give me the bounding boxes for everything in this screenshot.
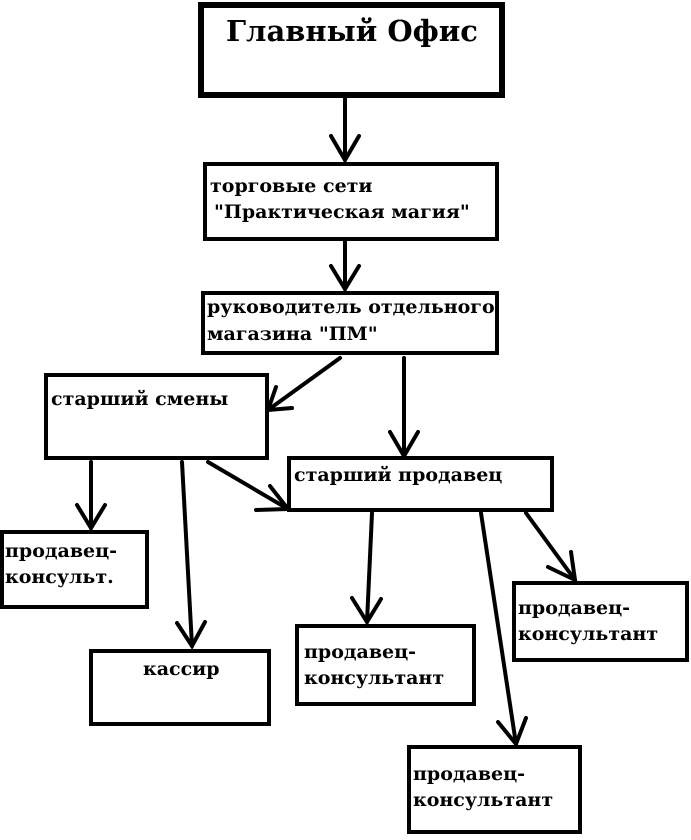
node-consultant-b-line1: продавец-	[413, 763, 526, 785]
node-consultant-c-line1: продавец-	[518, 597, 631, 619]
node-senior-seller-label: старший продавец	[294, 464, 503, 486]
edge-store-manager-to-shift-senior	[265, 356, 342, 413]
edge-retail-chain-to-store-manager	[329, 238, 361, 293]
node-shift-senior	[44, 373, 269, 460]
node-consultant-b-line2: консультант	[413, 789, 554, 811]
node-cashier	[89, 649, 271, 726]
node-shift-senior-label: старший смены	[51, 388, 229, 410]
edge-shift-senior-to-senior-seller	[206, 460, 293, 512]
edge-head-office-to-retail-chain	[329, 95, 361, 164]
node-consultant-short	[0, 530, 149, 609]
edge-store-manager-to-senior-seller	[388, 356, 420, 460]
node-store-manager-line1: руководитель отдельного	[207, 296, 495, 318]
edge-senior-seller-to-consultant-b	[479, 511, 528, 748]
node-retail-chain-line2: "Практическая магия"	[214, 201, 470, 223]
node-consultant-short-line1: продавец-	[5, 540, 118, 562]
node-cashier-label: кассир	[143, 658, 220, 680]
node-consultant-b	[407, 745, 582, 834]
edge-senior-seller-to-consultant-a	[350, 511, 383, 626]
node-senior-seller	[287, 456, 554, 512]
edge-senior-seller-to-consultant-c	[524, 511, 578, 584]
node-retail-chain-line1: торговые сети	[210, 175, 373, 197]
node-head-office	[198, 2, 505, 98]
node-retail-chain	[203, 162, 499, 241]
node-consultant-c	[512, 581, 689, 662]
node-consultant-a-line2: консультант	[304, 667, 445, 689]
node-consultant-short-line2: консульт.	[5, 566, 114, 588]
node-store-manager-line2: магазина "ПМ"	[207, 323, 378, 345]
node-store-manager	[201, 291, 499, 355]
edge-shift-senior-to-cashier	[175, 460, 207, 650]
edge-shift-senior-to-consultant-short	[75, 460, 107, 532]
node-head-office-label: Главный Офис	[226, 14, 478, 48]
node-consultant-a	[295, 624, 476, 706]
node-consultant-c-line2: консультант	[518, 623, 659, 645]
node-consultant-a-line1: продавец-	[304, 641, 417, 663]
